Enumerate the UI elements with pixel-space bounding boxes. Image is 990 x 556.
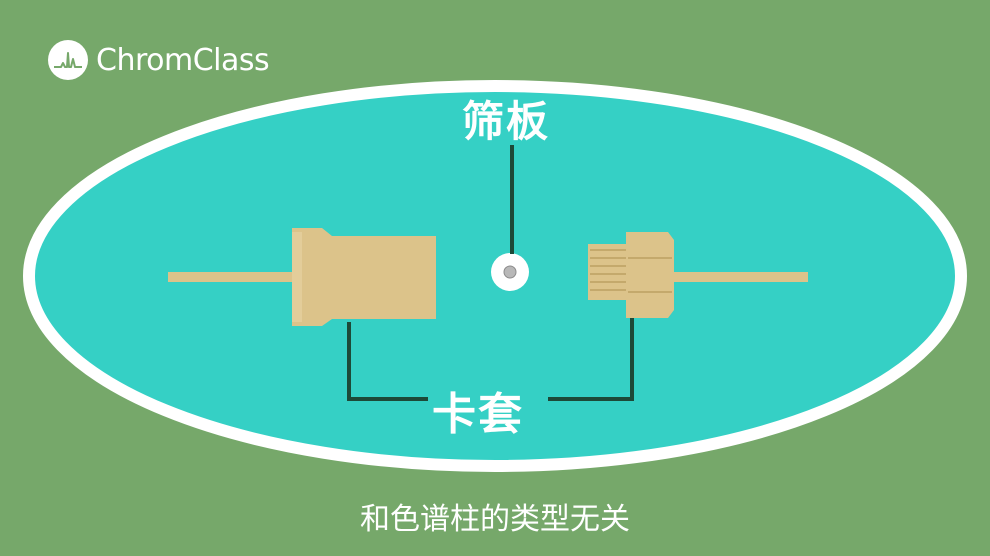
left-ferrule-highlight [292,232,302,322]
right-tubing [672,272,808,282]
caption: 和色谱柱的类型无关 [360,502,630,537]
logo-text: ChromClass [96,42,270,78]
frit-label: 筛板 [462,97,551,146]
chromatogram-icon [48,40,88,80]
left-ferrule-leader-line [347,322,428,401]
left-tubing [168,272,298,282]
chromclass-logo: ChromClass [48,40,270,80]
right-ferrule-leader-line [548,318,634,401]
frit-center [503,265,517,279]
left-ferrule [292,228,436,326]
ferrule-label: 卡套 [432,389,524,440]
right-ferrule [588,232,674,318]
